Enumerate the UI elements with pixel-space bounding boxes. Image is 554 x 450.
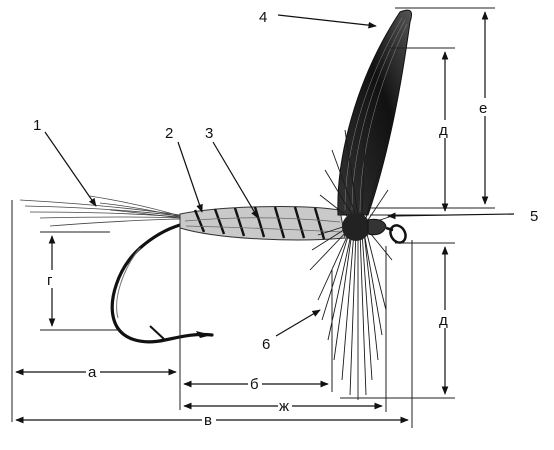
callout-5: 5 bbox=[530, 208, 538, 225]
callout-labels: 1 2 3 4 5 6 bbox=[33, 9, 538, 353]
dim-label-e: е bbox=[479, 100, 487, 117]
dimension-labels: а б ж в г д д е bbox=[45, 98, 492, 429]
callout-6: 6 bbox=[262, 336, 270, 353]
callout-1: 1 bbox=[33, 117, 41, 134]
tail-fibers bbox=[19, 195, 181, 227]
leader-lines bbox=[44, 14, 515, 337]
wing bbox=[337, 9, 413, 216]
extension-lines bbox=[11, 7, 495, 428]
dim-label-g: г bbox=[47, 272, 53, 289]
dry-fly-illustration bbox=[19, 9, 413, 400]
callout-4: 4 bbox=[259, 9, 267, 26]
dim-label-d-upper: д bbox=[439, 122, 448, 139]
hook-barb bbox=[196, 331, 212, 338]
hackle bbox=[309, 129, 396, 400]
callout-2: 2 bbox=[165, 125, 173, 142]
dim-label-a: а bbox=[88, 364, 97, 381]
fly-head bbox=[367, 218, 387, 236]
hook bbox=[110, 223, 214, 344]
dim-label-v: в bbox=[204, 412, 212, 429]
hook-eye bbox=[389, 224, 407, 244]
callout-3: 3 bbox=[205, 125, 213, 142]
dim-label-zh: ж bbox=[279, 398, 289, 415]
fly-body bbox=[179, 206, 346, 241]
dim-label-d-lower: д bbox=[439, 312, 448, 329]
dim-label-b: б bbox=[250, 376, 259, 393]
body-rib bbox=[193, 206, 326, 240]
